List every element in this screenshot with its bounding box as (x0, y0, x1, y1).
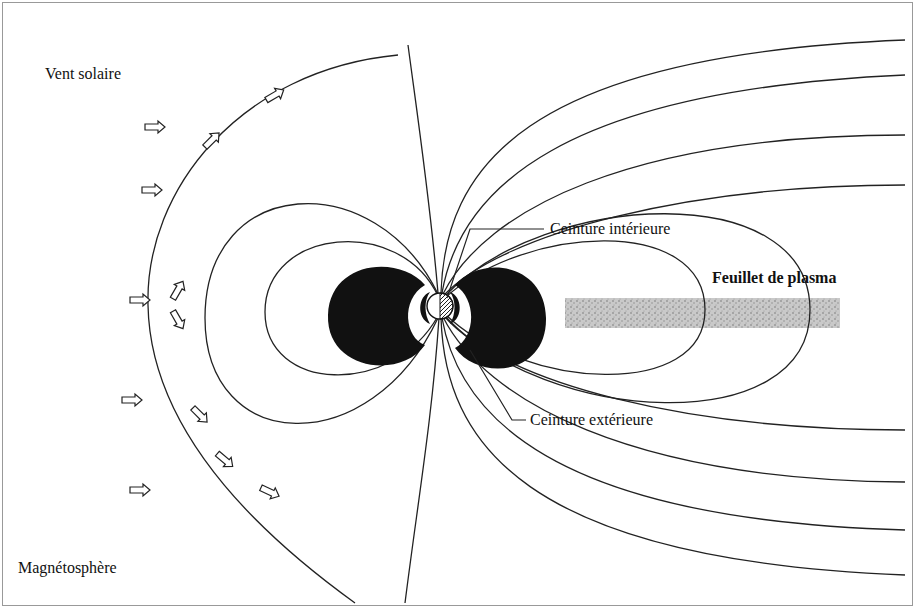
belt-label: Ceinture intérieure (550, 219, 670, 238)
region-label: Magnétosphère (18, 558, 117, 577)
belt-label: Ceinture extérieure (530, 410, 653, 429)
solar-wind-arrows (122, 85, 287, 502)
plasma-sheet (565, 298, 840, 328)
frame (3, 3, 913, 606)
radiation-belts (328, 267, 546, 369)
plasma-label: Feuillet de plasma (712, 268, 836, 287)
leader-lines (447, 229, 544, 420)
earth (427, 293, 453, 319)
region-label: Vent solaire (45, 64, 121, 83)
field-lines (148, 40, 905, 603)
